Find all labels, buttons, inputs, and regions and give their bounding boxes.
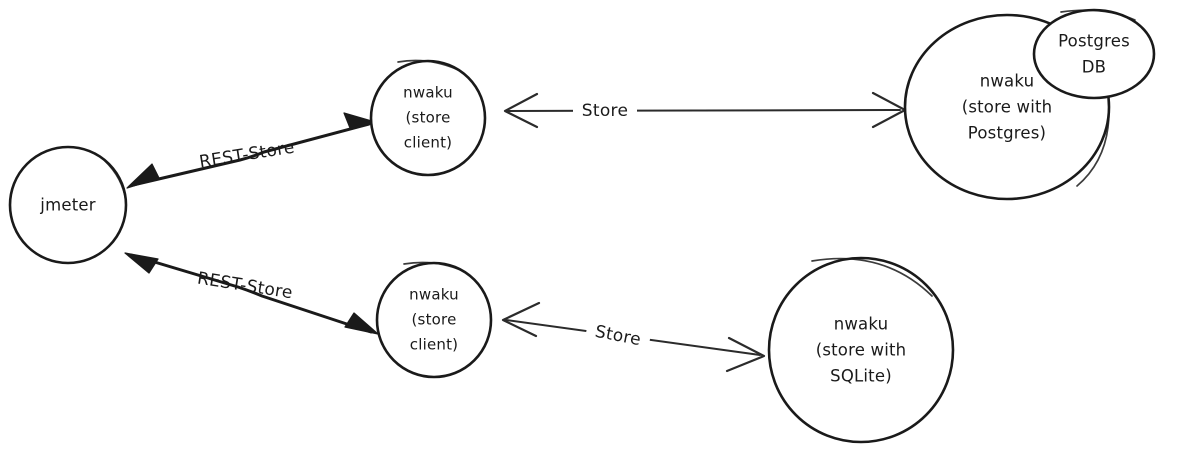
edge-label-store-bottom: Store <box>593 322 642 350</box>
edge-store-client-bottom-to-sqlite: Store <box>501 301 766 373</box>
node-label-jmeter: jmeter <box>39 196 95 215</box>
edge-label-backdrop <box>573 99 637 123</box>
edge-label-backdrop <box>584 318 652 354</box>
node-sketch-overstroke <box>403 261 464 272</box>
edge-line <box>129 253 373 334</box>
node-sketch-overstroke <box>397 59 457 70</box>
arrowhead-start-icon <box>501 301 541 338</box>
node-sketch-overstroke <box>1060 9 1136 21</box>
node-shape-ellipse[interactable] <box>1032 8 1156 100</box>
node-label-line-3: Postgres) <box>968 124 1046 143</box>
node-store-client-top[interactable]: nwaku (store client) <box>369 59 487 177</box>
node-label-line-1: nwaku <box>409 286 459 304</box>
edge-jmeter-to-store-client-top: REST-Store <box>126 112 376 189</box>
node-store-client-bottom[interactable]: nwaku (store client) <box>375 261 493 379</box>
node-jmeter[interactable]: jmeter <box>8 145 128 265</box>
node-label-line-1: nwaku <box>834 315 889 334</box>
arrowhead-start-icon <box>503 92 539 129</box>
edge-store-client-top-to-postgres: Store <box>503 91 907 129</box>
node-sketch-overstroke <box>811 257 933 297</box>
node-shape-circle[interactable] <box>767 256 955 444</box>
arrowhead-end-icon <box>344 312 379 335</box>
edge-label-rest-store-top: REST-Store <box>198 138 296 173</box>
arrowhead-end-icon <box>725 336 766 373</box>
arrowhead-start-icon <box>124 252 159 274</box>
node-label-line-3: client) <box>404 134 452 152</box>
node-label-line-2: (store <box>406 109 451 127</box>
node-label-line-1: nwaku <box>403 84 453 102</box>
edge-label-rest-store-bottom: REST-Store <box>196 269 294 304</box>
node-label-line-3: SQLite) <box>830 367 892 386</box>
edge-jmeter-to-store-client-bottom: REST-Store <box>124 252 379 335</box>
edge-line <box>131 122 371 187</box>
node-store-sqlite[interactable]: nwaku (store with SQLite) <box>767 256 955 444</box>
node-shape-circle[interactable] <box>8 145 128 265</box>
node-label-line-2: (store <box>412 311 457 329</box>
node-label-line-1: Postgres <box>1058 32 1130 51</box>
node-label-line-2: (store with <box>816 341 907 360</box>
arrowhead-start-icon <box>126 163 160 189</box>
node-postgres-db[interactable]: Postgres DB <box>1032 8 1156 100</box>
edge-label-store-top: Store <box>582 101 628 121</box>
node-label-line-1: nwaku <box>980 72 1035 91</box>
node-sketch-overstroke <box>103 159 127 203</box>
edge-line <box>507 109 901 112</box>
arrowhead-end-icon <box>343 112 376 129</box>
node-label-line-3: client) <box>410 336 458 354</box>
node-label-line-2: (store with <box>962 98 1053 117</box>
node-label-line-2: DB <box>1082 58 1106 77</box>
